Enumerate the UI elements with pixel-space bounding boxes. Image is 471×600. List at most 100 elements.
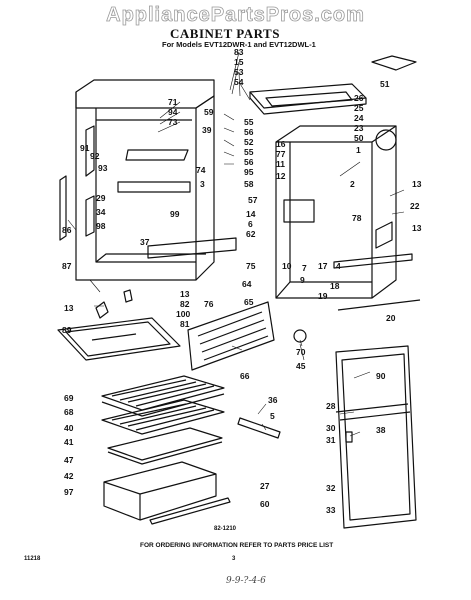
callout-9: 9 xyxy=(300,275,305,285)
callout-32: 32 xyxy=(326,483,336,493)
callout-38: 38 xyxy=(376,425,386,435)
callout-74: 74 xyxy=(196,165,206,175)
callout-25: 25 xyxy=(354,103,364,113)
callout-55-lower: 55 xyxy=(244,147,254,157)
fresh-food-liner xyxy=(275,125,397,299)
callout-33: 33 xyxy=(326,505,336,515)
refrigerator-door xyxy=(335,345,417,529)
callout-68: 68 xyxy=(64,407,74,417)
callout-28: 28 xyxy=(326,401,336,411)
freezer-liner xyxy=(75,79,215,281)
callout-81: 81 xyxy=(180,319,190,329)
callout-70: 70 xyxy=(296,347,306,357)
drip-tray xyxy=(57,317,181,361)
callout-14: 14 xyxy=(246,209,256,219)
callout-59: 59 xyxy=(204,107,214,117)
crisper-drawer xyxy=(103,461,217,521)
callout-13-top-right: 13 xyxy=(412,179,422,189)
callout-1: 1 xyxy=(356,145,361,155)
callout-29: 29 xyxy=(96,193,106,203)
callout-2: 2 xyxy=(350,179,355,189)
callout-52: 52 xyxy=(244,137,254,147)
callout-100: 100 xyxy=(176,309,191,319)
callout-75: 75 xyxy=(246,261,256,271)
wire-shelves xyxy=(101,375,225,435)
callout-11: 11 xyxy=(276,159,285,169)
callout-60: 60 xyxy=(260,499,270,509)
callout-24: 24 xyxy=(354,113,364,123)
callout-6: 6 xyxy=(248,219,253,229)
callout-98: 98 xyxy=(96,221,106,231)
callout-51: 51 xyxy=(380,79,390,89)
callout-30: 30 xyxy=(326,423,336,433)
callout-13-right: 13 xyxy=(412,223,422,233)
callout-82: 82 xyxy=(180,299,190,309)
callout-42: 42 xyxy=(64,471,74,481)
callout-47: 47 xyxy=(64,455,74,465)
callout-50: 50 xyxy=(354,133,364,143)
drawing-number: 82-1210 xyxy=(214,526,237,532)
callout-39: 39 xyxy=(202,125,212,135)
callout-16: 16 xyxy=(276,139,286,149)
callout-5: 5 xyxy=(270,411,275,421)
callout-41: 41 xyxy=(64,437,74,447)
callout-93: 93 xyxy=(98,163,108,173)
callout-92: 92 xyxy=(90,151,100,161)
callout-13-left: 13 xyxy=(64,303,74,313)
callout-10: 10 xyxy=(282,261,292,271)
callout-56-lower: 56 xyxy=(244,157,254,167)
callout-71: 71 xyxy=(168,97,178,107)
callout-26: 26 xyxy=(354,93,364,103)
ordering-instruction: FOR ORDERING INFORMATION REFER TO PARTS … xyxy=(140,542,334,549)
callout-97: 97 xyxy=(64,487,74,497)
callout-62: 62 xyxy=(246,229,256,239)
callout-65: 65 xyxy=(244,297,254,307)
callout-95: 95 xyxy=(244,167,254,177)
callout-40: 40 xyxy=(64,423,74,433)
callout-64: 64 xyxy=(242,279,252,289)
callout-55-upper: 55 xyxy=(244,117,254,127)
callout-90: 90 xyxy=(376,371,386,381)
callout-99: 99 xyxy=(170,209,180,219)
callout-69: 69 xyxy=(64,393,74,403)
callout-56-upper: 56 xyxy=(244,127,254,137)
callout-31: 31 xyxy=(326,435,336,445)
callout-23: 23 xyxy=(354,123,364,133)
callout-4: 4 xyxy=(336,261,341,271)
callout-54: 54 xyxy=(234,77,244,87)
callout-87: 87 xyxy=(62,261,72,271)
callout-15: 15 xyxy=(234,57,244,67)
callout-27: 27 xyxy=(260,481,270,491)
callout-45: 45 xyxy=(296,361,306,371)
callout-13-center: 13 xyxy=(180,289,190,299)
callout-83: 83 xyxy=(234,47,244,57)
callout-37: 37 xyxy=(140,237,150,247)
callout-34: 34 xyxy=(96,207,106,217)
callout-20: 20 xyxy=(386,313,396,323)
callout-22: 22 xyxy=(410,201,420,211)
model-subtitle: For Models EVT12DWR-1 and EVT12DWL-1 xyxy=(162,40,316,49)
callout-76: 76 xyxy=(204,299,214,309)
callout-86: 86 xyxy=(62,225,72,235)
callout-91: 91 xyxy=(80,143,90,153)
callout-53: 53 xyxy=(234,67,244,77)
callout-89: 89 xyxy=(62,325,72,335)
callout-58: 58 xyxy=(244,179,254,189)
callout-57: 57 xyxy=(248,195,258,205)
page-number: 3 xyxy=(232,556,236,562)
callout-77: 77 xyxy=(276,149,286,159)
callout-7: 7 xyxy=(302,263,307,273)
callout-78: 78 xyxy=(352,213,362,223)
toe-grille xyxy=(187,301,275,371)
callout-19: 19 xyxy=(318,291,328,301)
callout-3: 3 xyxy=(200,179,205,189)
freezer-shelf xyxy=(249,83,367,115)
callout-36: 36 xyxy=(268,395,278,405)
callout-12: 12 xyxy=(276,171,286,181)
callout-66: 66 xyxy=(240,371,250,381)
page-title: CABINET PARTS xyxy=(170,26,280,41)
left-code: 11218 xyxy=(24,556,41,562)
handwritten-note: 9-9-?-4-6 xyxy=(226,576,266,586)
